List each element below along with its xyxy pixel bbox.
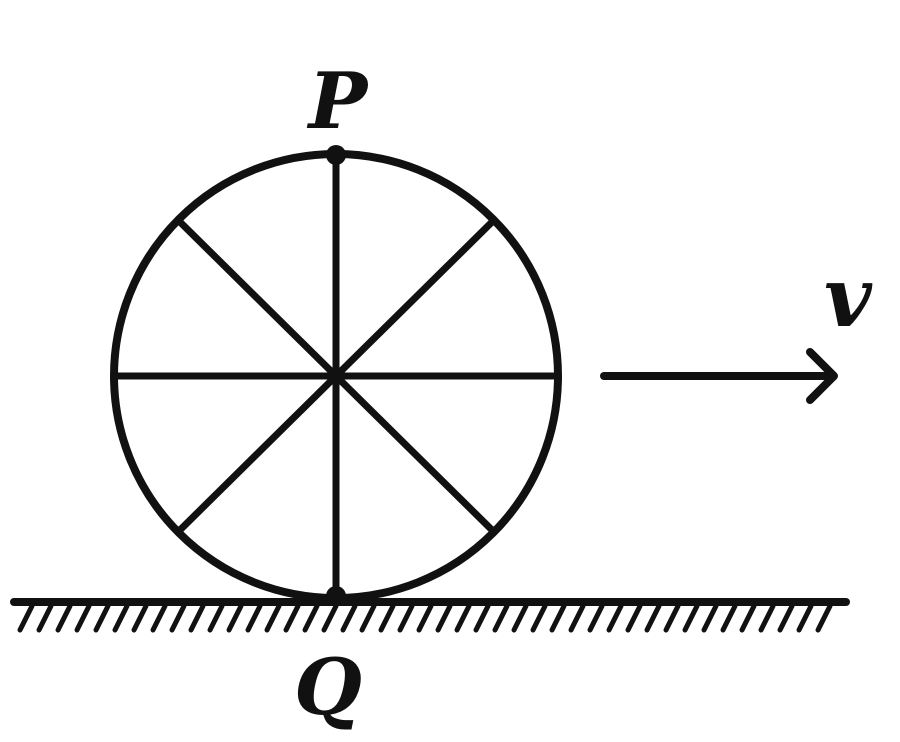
hatch-mark	[663, 603, 681, 633]
hatch-mark	[378, 603, 396, 633]
label-v: v	[824, 250, 873, 346]
hatch-mark	[606, 603, 624, 633]
hatch-mark	[416, 603, 434, 633]
hatch-mark	[321, 603, 339, 633]
hatch-mark	[93, 603, 111, 633]
hatch-mark	[758, 603, 776, 633]
hatch-mark	[492, 603, 510, 633]
hatch-mark	[283, 603, 301, 633]
hatch-mark	[264, 603, 282, 633]
hatch-mark	[473, 603, 491, 633]
point-p-dot	[326, 145, 346, 165]
hatch-mark	[587, 603, 605, 633]
hatch-mark	[74, 603, 92, 633]
ground-hatching	[17, 603, 833, 633]
wheel-spokes	[113, 151, 557, 600]
hatch-mark	[815, 603, 833, 633]
hatch-mark	[207, 603, 225, 633]
hatch-mark	[55, 603, 73, 633]
label-q: Q	[294, 642, 362, 733]
hatch-mark	[454, 603, 472, 633]
hatch-mark	[435, 603, 453, 633]
hatch-mark	[777, 603, 795, 633]
hatch-mark	[739, 603, 757, 633]
hatch-mark	[36, 603, 54, 633]
hatch-mark	[150, 603, 168, 633]
spoke-diagonal-up	[176, 218, 496, 534]
hatch-mark	[17, 603, 35, 633]
hatch-mark	[397, 603, 415, 633]
velocity-arrow	[600, 348, 838, 404]
hatch-mark	[302, 603, 320, 633]
label-p: P	[307, 56, 370, 147]
hatch-mark	[644, 603, 662, 633]
hatch-mark	[511, 603, 529, 633]
hatch-mark	[226, 603, 244, 633]
hatch-mark	[169, 603, 187, 633]
hatch-mark	[625, 603, 643, 633]
hatch-mark	[796, 603, 814, 633]
hatch-mark	[530, 603, 548, 633]
hatch-mark	[340, 603, 358, 633]
hatch-mark	[568, 603, 586, 633]
hatch-mark	[359, 603, 377, 633]
hatch-mark	[188, 603, 206, 633]
hatch-mark	[112, 603, 130, 633]
hatch-mark	[701, 603, 719, 633]
hatch-mark	[131, 603, 149, 633]
hatch-mark	[245, 603, 263, 633]
hatch-mark	[549, 603, 567, 633]
hatch-mark	[682, 603, 700, 633]
hatch-mark	[720, 603, 738, 633]
point-q-dot	[326, 586, 346, 606]
